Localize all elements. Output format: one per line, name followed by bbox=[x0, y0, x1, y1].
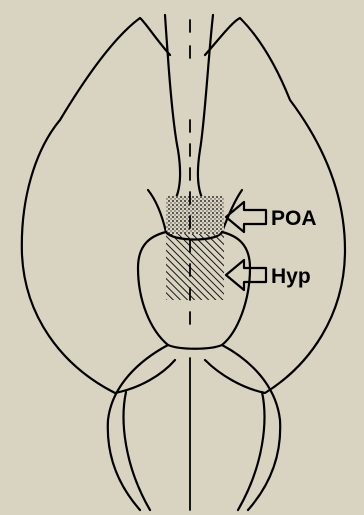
hyp-label: Hyp bbox=[271, 265, 311, 288]
hyp-arrow bbox=[226, 260, 266, 290]
left-hemisphere bbox=[22, 18, 175, 393]
right-hemisphere bbox=[205, 18, 345, 393]
hyp-region bbox=[166, 234, 224, 300]
olfactory-tract-right bbox=[198, 15, 213, 200]
poa-label: POA bbox=[271, 207, 317, 230]
olfactory-tract-left bbox=[165, 15, 180, 200]
poa-region bbox=[166, 196, 224, 234]
